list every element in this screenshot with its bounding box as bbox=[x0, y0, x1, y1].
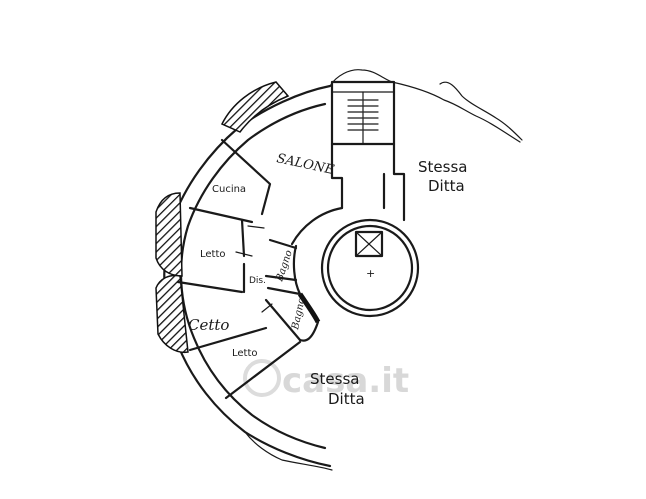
watermark: casa.it bbox=[243, 359, 409, 401]
circular-core: + bbox=[320, 218, 420, 318]
svg-text:+: + bbox=[366, 267, 375, 280]
room-label-bagno-2: Bagno bbox=[290, 297, 308, 332]
watermark-logo-icon bbox=[243, 359, 281, 397]
terrain-edges bbox=[244, 69, 523, 471]
room-label-letto-3: Letto bbox=[232, 348, 258, 359]
outer-facade bbox=[163, 84, 332, 468]
room-label-cucina: Cucina bbox=[212, 184, 246, 195]
neighbour-bottom-line2: Ditta bbox=[328, 390, 365, 408]
neighbour-labels: Stessa Ditta Stessa Ditta bbox=[310, 158, 467, 408]
room-label-salone: SALONE bbox=[275, 151, 336, 178]
room-label-letto-1: Letto bbox=[200, 249, 226, 260]
balconies bbox=[155, 81, 290, 354]
lift-shaft bbox=[354, 230, 384, 258]
balcony-middle bbox=[155, 192, 183, 277]
inner-wall bbox=[290, 206, 344, 324]
watermark-text: casa.it bbox=[282, 361, 409, 401]
staircase bbox=[330, 80, 396, 146]
neighbour-top-line2: Ditta bbox=[428, 177, 465, 195]
balcony-top bbox=[220, 81, 290, 133]
partitions bbox=[176, 138, 320, 400]
balcony-bottom bbox=[155, 274, 189, 354]
room-label-letto-2: Cetto bbox=[188, 316, 229, 334]
neighbour-bottom-line1: Stessa bbox=[310, 370, 359, 388]
neighbour-top-line1: Stessa bbox=[418, 158, 467, 176]
corridor bbox=[330, 142, 406, 222]
room-label-disimpegno: Dis. bbox=[249, 276, 266, 286]
